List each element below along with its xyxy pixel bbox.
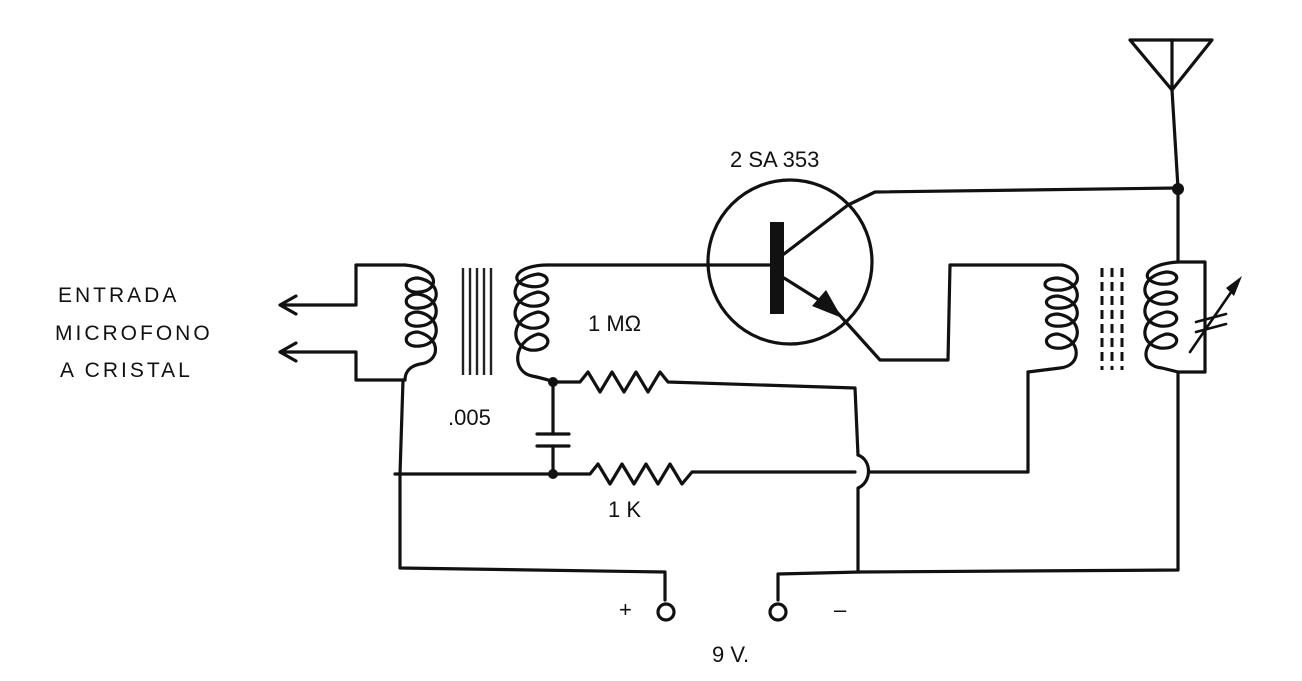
bias-resistor-wire <box>553 370 860 457</box>
capacitor-005 <box>535 380 571 476</box>
collector-wire <box>846 186 1180 207</box>
input-label-line1: ENTRADA <box>58 284 179 307</box>
input-arrow-bottom <box>278 341 298 363</box>
output-transformer-core <box>1100 268 1124 370</box>
crossover-hop <box>856 453 871 574</box>
input-label-line3: A CRISTAL <box>60 359 193 382</box>
battery-positive-label: + <box>619 597 632 622</box>
output-coil-primary <box>1026 263 1079 374</box>
input-arrow-top <box>278 294 298 316</box>
battery-voltage-label: 9 V. <box>712 642 749 667</box>
battery-terminal-positive <box>656 602 676 622</box>
capacitor-label: .005 <box>448 405 491 430</box>
input-transformer-secondary <box>513 263 557 384</box>
battery-negative-label: – <box>834 597 847 622</box>
input-transformer-core <box>461 268 493 375</box>
output-coil-secondary <box>1143 260 1207 374</box>
variable-capacitor-icon <box>1188 276 1242 354</box>
left-rail-wire <box>398 378 667 602</box>
transistor-label: 2 SA 353 <box>730 147 819 172</box>
antenna-icon <box>1128 38 1214 190</box>
coil-primary-return-wire <box>868 370 1030 474</box>
input-label-line2: MICROFONO <box>55 322 213 345</box>
ground-bus-wire <box>393 462 857 486</box>
emitter-wire <box>833 263 1064 362</box>
right-rail-wire <box>858 370 1180 574</box>
junction-dot-bus <box>548 469 558 479</box>
negative-terminal-wire <box>776 570 862 602</box>
battery-terminal-negative <box>768 602 788 622</box>
bias-resistor-label: 1 MΩ <box>588 311 641 336</box>
emitter-resistor-label: 1 K <box>608 497 641 522</box>
input-transformer-primary <box>280 263 438 382</box>
